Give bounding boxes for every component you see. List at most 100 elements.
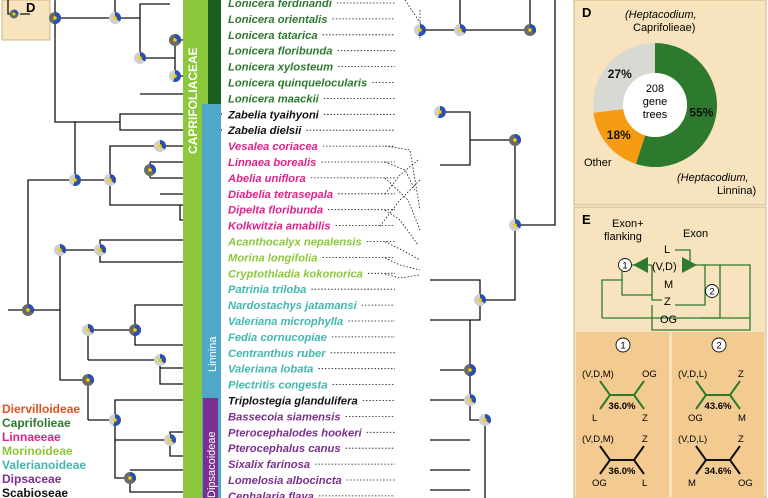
quartet-label: OG xyxy=(738,478,753,489)
node-pie-center xyxy=(468,398,472,402)
legend-entry: Dipsaceae xyxy=(2,472,62,486)
taxon-label: Lonicera ferdinandi xyxy=(228,0,333,10)
node-pie-slice xyxy=(170,434,176,444)
taxon-label: Kolkwitzia amabilis xyxy=(228,221,331,233)
node-l: L xyxy=(664,244,670,256)
node-pie-center xyxy=(98,248,102,252)
quartet-1-circle: 1 xyxy=(620,341,625,352)
taxon-label: Plectritis congesta xyxy=(228,380,327,392)
caprifolieae-strip xyxy=(208,0,221,104)
node-pie-center xyxy=(108,178,112,182)
quartet-label: Z xyxy=(642,413,648,424)
node-pie-slice xyxy=(485,414,491,424)
quartet-label: Z xyxy=(738,434,744,445)
quartet-percent: 34.6% xyxy=(705,466,732,477)
quartet-box-2 xyxy=(672,332,764,498)
node-pie-center xyxy=(58,248,62,252)
taxon-label: Triplostegia glandulifera xyxy=(228,396,358,408)
panel-e-letter: E xyxy=(582,212,591,227)
node-pie-slice xyxy=(130,472,136,482)
node-pie-center xyxy=(158,358,162,362)
legend-entry: Caprifolieae xyxy=(2,416,71,430)
node-pie-center xyxy=(26,308,30,312)
taxon-label: Dipelta floribunda xyxy=(228,205,323,217)
taxon-label: Lomelosia albocincta xyxy=(228,475,342,487)
node-pie-center xyxy=(478,298,482,302)
subfamily-legend: DiervilloideaeCaprifolieaeLinnaeeaeMorin… xyxy=(2,402,86,498)
circle-1-marker xyxy=(618,258,632,272)
node-pie-slice xyxy=(418,24,426,36)
exon-flanking-2: flanking xyxy=(604,231,642,243)
quartet-label: (V,D,M) xyxy=(582,369,614,380)
quartet-label: M xyxy=(738,413,746,424)
node-pie-center xyxy=(173,38,177,42)
quartet-label: OG xyxy=(592,478,607,489)
quartet-box-1 xyxy=(576,332,669,498)
node-pie-center xyxy=(468,368,472,372)
node-pie-center xyxy=(128,476,132,480)
circle-2-marker xyxy=(705,284,719,298)
panel-e-diagram xyxy=(601,249,751,331)
legend-entry: Valerianoideae xyxy=(2,458,86,472)
dipsacoideae-label: Dipsacoideae xyxy=(206,431,218,498)
quartet-label: OG xyxy=(688,413,703,424)
taxon-label: Acanthocalyx nepalensis xyxy=(227,237,362,249)
node-pie-center xyxy=(133,328,137,332)
quartet-percent: 36.0% xyxy=(609,466,636,477)
exon-arrow-right xyxy=(682,257,697,273)
taxon-label: Patrinia triloba xyxy=(228,284,306,296)
node-pie-slice xyxy=(88,324,94,334)
taxon-label: Zabelia tyaihyoni xyxy=(227,109,320,121)
node-pies xyxy=(22,12,537,484)
pie-slice-label: 18% xyxy=(607,128,631,142)
node-pie-slice xyxy=(150,164,156,174)
quartet-label: (V,D,L) xyxy=(678,369,707,380)
taxon-label: Lonicera orientalis xyxy=(228,14,327,26)
node-pie-slice xyxy=(173,70,181,82)
inset-panel-box xyxy=(1,0,51,41)
node-pie-slice xyxy=(515,134,522,144)
panel-d-top-label-2: Caprifolieae) xyxy=(633,22,695,34)
quartet-label: Z xyxy=(738,369,744,380)
taxon-label: Sixalix farinosa xyxy=(228,459,310,471)
taxon-label: Cryptothladia kokonorica xyxy=(228,268,363,280)
taxon-label: Linnaea borealis xyxy=(228,157,316,169)
quartet-percent: 43.6% xyxy=(705,401,732,412)
pie-slice-label: 55% xyxy=(689,105,713,119)
taxon-label: Centranthus ruber xyxy=(228,348,326,360)
dipsacoideae-strip xyxy=(203,398,218,498)
pie-slice xyxy=(635,43,718,168)
node-pie-slice xyxy=(115,12,122,22)
node-pie-slice xyxy=(160,354,166,364)
exon-arrow-left xyxy=(633,257,648,273)
taxon-label: Morina longifolia xyxy=(228,252,318,264)
node-pie-slice xyxy=(175,34,181,44)
taxon-label: Fedia cornucopiae xyxy=(228,332,327,344)
quartet-tree xyxy=(599,445,645,475)
node-pie-center xyxy=(158,144,162,148)
node-pie-center xyxy=(513,138,517,142)
taxon-label: Bassecoia siamensis xyxy=(228,411,341,423)
taxon-label: Lonicera tatarica xyxy=(228,30,318,42)
node-pie-center xyxy=(148,168,152,172)
node-m: M xyxy=(664,279,673,291)
legend-entry: Linnaeeae xyxy=(2,430,61,444)
node-pie-center xyxy=(173,74,177,78)
pie-slice-label: 27% xyxy=(608,67,632,81)
taxon-label: Nardostachys jatamansi xyxy=(228,300,358,312)
node-pie-center xyxy=(168,438,172,442)
circle-1-label: 1 xyxy=(622,261,627,272)
inset-panel-letter: D xyxy=(26,0,35,15)
node-pie-slice xyxy=(438,106,447,119)
taxon-label: Abelia uniflora xyxy=(227,173,306,185)
panel-d-other-label: Other xyxy=(584,157,612,169)
node-pie-slice xyxy=(515,218,521,229)
node-pie-slice xyxy=(88,374,94,384)
panel-d-bottom-label-1: (Heptacodium, xyxy=(677,172,749,184)
node-pie-slice xyxy=(460,24,467,34)
panel-d-bottom-label-2: Linnina) xyxy=(717,185,756,197)
legend-entry: Scabioseae xyxy=(2,486,68,498)
tanglegram-connectors xyxy=(379,0,426,279)
